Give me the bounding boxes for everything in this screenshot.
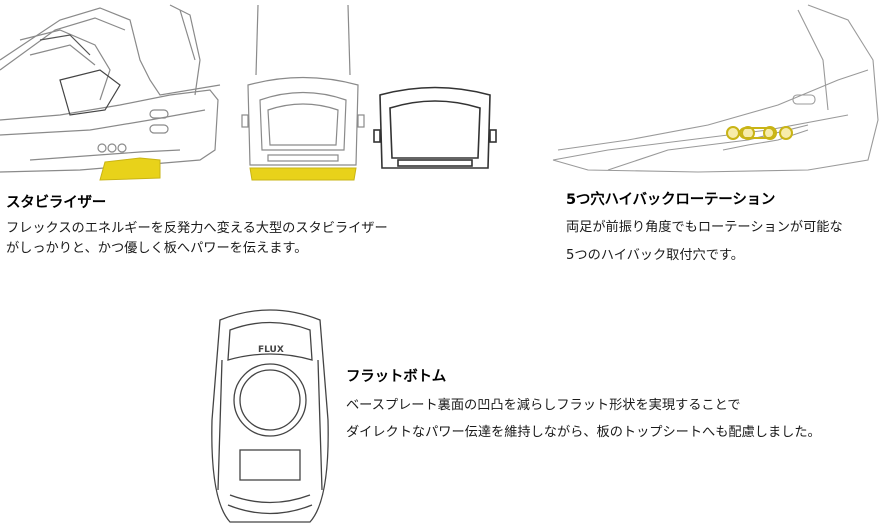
- flat-bottom-description-line-2: ダイレクトなパワー伝達を維持しながら、板のトップシートへも配慮しました。: [346, 425, 821, 440]
- stabilizer-description: フレックスのエネルギーを反発力へ変える大型のスタビライザー がしっかりと、かつ優…: [6, 219, 388, 259]
- stabilizer-side-illustration: [0, 4, 221, 181]
- highback-rotation-title: 5つ穴ハイバックローテーション: [566, 192, 776, 208]
- baseplate-bottom-illustration: FLUX: [211, 309, 329, 523]
- highback-side-illustration: [552, 4, 879, 173]
- highback-rotation-description-line-1: 両足が前振り角度でもローテーションが可能な: [566, 220, 843, 235]
- flat-bottom-title: フラットボトム: [346, 369, 447, 385]
- binding-rear-outline-illustration: [373, 86, 497, 169]
- stabilizer-description-line-2: がしっかりと、かつ優しく板へパワーを伝えます。: [6, 241, 308, 256]
- highback-rotation-description-line-2: 5つのハイバック取付穴です。: [566, 248, 744, 263]
- flux-logo: FLUX: [258, 345, 284, 355]
- flat-bottom-description: ベースプレート裏面の凹凸を減らしフラット形状を実現することで ダイレクトなパワー…: [346, 392, 821, 446]
- stabilizer-description-line-1: フレックスのエネルギーを反発力へ変える大型のスタビライザー: [6, 221, 388, 236]
- stabilizer-title: スタビライザー: [6, 195, 107, 211]
- highback-rotation-description: 両足が前振り角度でもローテーションが可能な 5つのハイバック取付穴です。: [566, 214, 843, 270]
- stabilizer-rear-illustration: [241, 4, 365, 181]
- flat-bottom-description-line-1: ベースプレート裏面の凹凸を減らしフラット形状を実現することで: [346, 398, 741, 413]
